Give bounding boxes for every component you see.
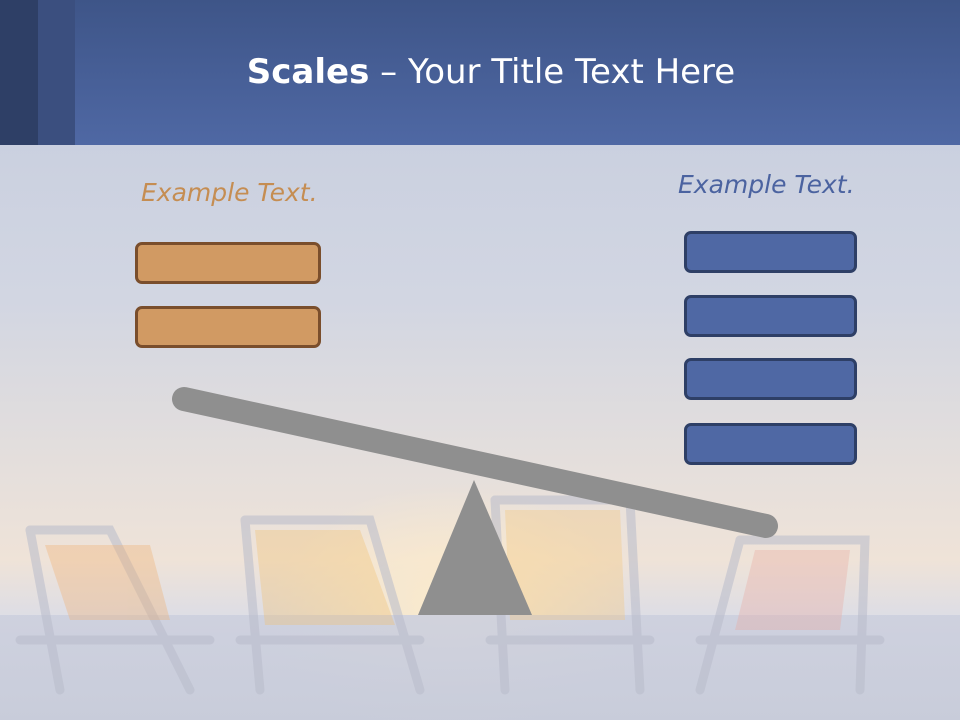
header-accent-stripe	[38, 0, 75, 145]
left-box	[135, 242, 321, 284]
header-band	[0, 0, 960, 145]
left-label: Example Text.	[141, 178, 318, 207]
title-rest: – Your Title Text Here	[369, 52, 736, 92]
right-label: Example Text.	[678, 170, 855, 199]
scale-beam	[172, 387, 778, 538]
right-box	[684, 423, 857, 465]
header-accent-stripe	[0, 0, 38, 145]
title-strong: Scales	[246, 52, 370, 92]
right-box	[684, 358, 857, 400]
left-box	[135, 306, 321, 348]
right-box	[684, 231, 857, 273]
scale-fulcrum	[418, 480, 532, 615]
slide-title: Scales – Your Title Text Here	[75, 52, 907, 92]
right-box	[684, 295, 857, 337]
